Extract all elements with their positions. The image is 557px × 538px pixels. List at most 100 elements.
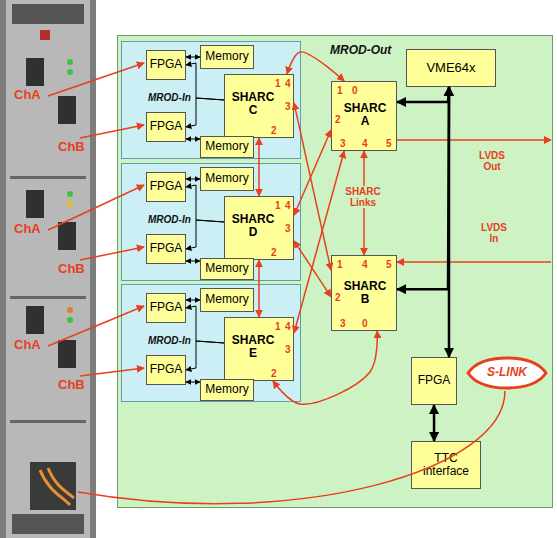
node-label: TTC interface — [412, 452, 480, 478]
chip-box: Memory — [200, 45, 254, 69]
link-arrow — [294, 151, 344, 333]
panel-divider — [10, 420, 86, 423]
fiber-connector — [26, 58, 44, 86]
link-arrow — [294, 130, 331, 215]
node-label: FPGA — [150, 363, 183, 376]
port-number: 2 — [335, 114, 345, 125]
port-number: 3 — [285, 223, 295, 234]
chip-box: Memory — [200, 288, 254, 312]
channel-label: ChB — [58, 262, 88, 276]
link-arrow — [186, 63, 224, 100]
chip-box: SHARC A102345 — [331, 81, 397, 151]
fiber-connector — [58, 340, 76, 368]
fiber-connector — [58, 222, 76, 250]
channel-leader — [80, 125, 144, 138]
link-arrow — [186, 56, 200, 57]
node-label: Memory — [205, 172, 248, 185]
front-panel — [6, 0, 90, 538]
link-arrow — [258, 260, 260, 317]
status-led — [67, 307, 73, 313]
panel-handle — [12, 514, 84, 534]
chip-box: FPGA — [146, 50, 186, 80]
status-led — [67, 317, 73, 323]
logo-shape — [468, 358, 546, 388]
link-arrow — [397, 87, 449, 289]
node-label: Memory — [205, 50, 248, 63]
link-arrow — [397, 87, 449, 102]
link-arrow — [186, 138, 200, 139]
lvds-in-arrow — [397, 261, 551, 263]
chip-box: SHARC E 14 3 2 — [224, 317, 294, 381]
link-arrow — [294, 241, 331, 297]
fiber-connector — [26, 306, 44, 334]
port-number: 4 — [285, 200, 295, 211]
node-label: SHARC D — [230, 213, 276, 239]
fiber-cable — [40, 470, 70, 505]
chip-box: SHARC D1432 — [224, 196, 294, 260]
port-number: 3 — [285, 344, 295, 355]
chip-box: FPGA — [146, 112, 186, 142]
chip-box: FPGA — [411, 357, 457, 405]
channel-leader — [48, 185, 144, 230]
port-number: 4 — [285, 78, 295, 89]
status-led — [67, 191, 73, 197]
node-label: SHARC E — [230, 334, 276, 360]
port-number: 0 — [362, 318, 372, 329]
chip-box: FPGA — [146, 172, 186, 202]
port-number: 2 — [335, 292, 345, 303]
channel-label: ChB — [58, 140, 88, 154]
node-label: MROD-In — [148, 214, 198, 225]
chip-box: Memory — [200, 379, 254, 401]
port-number: 2 — [271, 125, 281, 136]
node-label: Memory — [205, 383, 248, 396]
node-label: FPGA — [150, 180, 183, 193]
link-arrow — [186, 306, 224, 343]
node-label: VME64x — [426, 61, 475, 75]
chip-box: Memory — [200, 167, 254, 191]
port-number: 1 — [275, 321, 285, 332]
panel-handle — [12, 4, 84, 24]
node-label: MROD-Out — [330, 44, 410, 57]
channel-label: ChB — [58, 378, 88, 392]
node-label: FPGA — [150, 242, 183, 255]
chip-box: TTC interface — [411, 441, 481, 489]
port-number: 5 — [386, 259, 396, 270]
chip-box: FPGA — [146, 293, 186, 323]
link-arrow — [186, 178, 200, 179]
channel-label: ChA — [14, 222, 54, 236]
node-label: FPGA — [150, 58, 183, 71]
fiber-cable — [48, 468, 74, 498]
port-number: 3 — [285, 101, 295, 112]
chip-box: VME64x — [406, 49, 496, 87]
node-label: SHARC A — [342, 102, 388, 128]
port-number: 3 — [340, 318, 350, 329]
node-label: SHARC B — [342, 280, 388, 306]
fiber-connector — [26, 190, 44, 218]
channel-leader — [80, 368, 144, 376]
board-photo — [0, 0, 96, 538]
link-arrow — [273, 331, 377, 404]
node-label: MROD-In — [148, 335, 198, 346]
port-number: 4 — [285, 321, 295, 332]
node-label: S-LINK — [487, 366, 527, 379]
chip-box: Memory — [200, 136, 254, 158]
port-number: 0 — [352, 85, 362, 96]
panel-screw — [40, 30, 50, 40]
mezzanine-box: MROD-InFPGAMemorySHARC E1432FPGAMemory — [121, 284, 301, 402]
port-number: 1 — [337, 259, 347, 270]
node-label: FPGA — [150, 301, 183, 314]
status-led — [67, 69, 73, 75]
node-label: FPGA — [418, 374, 451, 387]
chip-box: SHARC C1432 — [224, 74, 294, 138]
port-number: 2 — [271, 247, 281, 258]
channel-leader — [48, 63, 144, 96]
link-arrow — [363, 151, 365, 255]
slink-fiber — [78, 391, 505, 504]
port-number: 4 — [362, 138, 372, 149]
port-number: 2 — [271, 368, 281, 379]
port-number: 1 — [337, 85, 347, 96]
channel-leader — [80, 247, 144, 260]
node-label: Memory — [205, 293, 248, 306]
chip-box: FPGA — [146, 234, 186, 264]
link-arrow — [294, 103, 331, 270]
